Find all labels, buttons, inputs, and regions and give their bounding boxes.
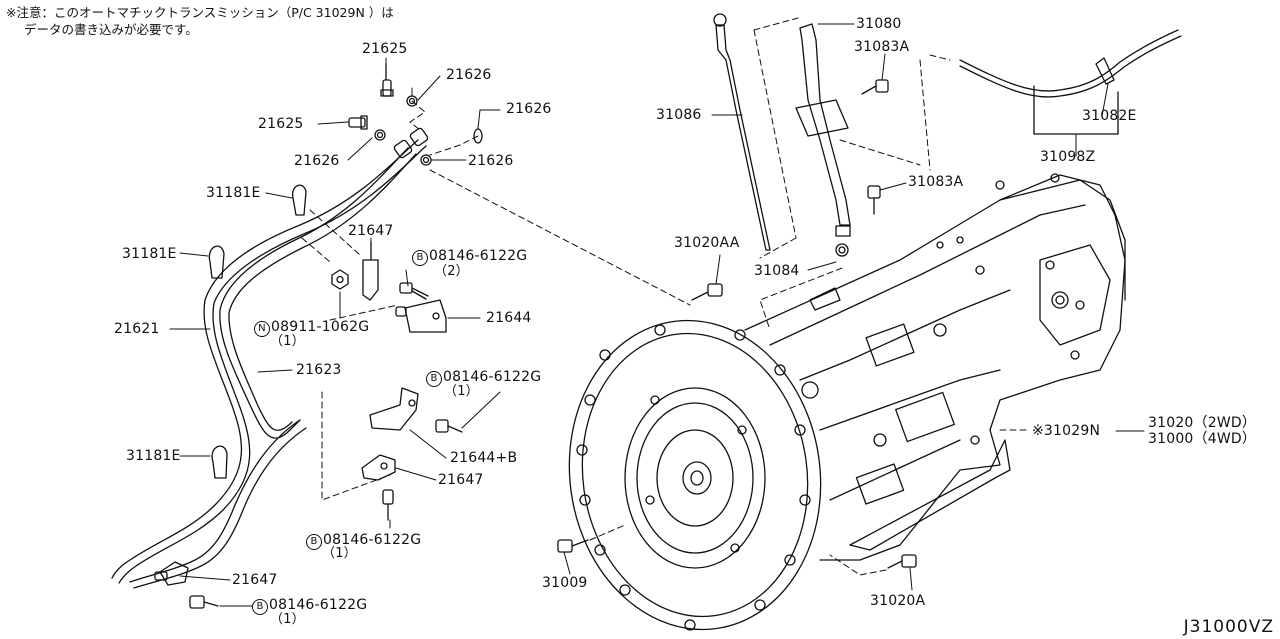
label-08146-upper-text: 08146-6122G xyxy=(429,248,528,264)
label-08146-lower-qty: （1） xyxy=(270,612,305,627)
label-31181e-mid: 31181E xyxy=(122,246,177,262)
label-21647-upper: 21647 xyxy=(348,223,394,239)
diagram-code: J31000VZ xyxy=(1183,617,1274,637)
label-31181e-bottom: 31181E xyxy=(126,448,181,464)
label-31083a-lower: 31083A xyxy=(908,174,964,190)
bracket-21644 xyxy=(395,299,447,333)
label-31080: 31080 xyxy=(856,16,902,32)
label-31029n: ※31029N xyxy=(1032,423,1101,439)
label-08146-upper-qty: （2） xyxy=(434,264,469,279)
bracket-21644-b xyxy=(369,387,463,433)
label-21626-lower: 21626 xyxy=(468,153,514,169)
label-21626-right: 21626 xyxy=(506,101,552,117)
label-21623: 21623 xyxy=(296,362,342,378)
caution-note: ※注意：このオートマチックトランスミッション（P/C 31029N ）は データ… xyxy=(6,4,394,38)
leader-lines xyxy=(169,23,1145,607)
nut-marker-icon: N xyxy=(254,321,270,337)
bolt-marker-icon: B xyxy=(426,371,442,387)
bolt-31083a xyxy=(861,79,889,215)
label-21644-b: 21644+B xyxy=(450,450,518,466)
bolt-08146-upper xyxy=(399,282,429,300)
caution-note-line1: ※注意：このオートマチックトランスミッション（P/C 31029N ）は xyxy=(6,5,394,20)
label-21647-lower: 21647 xyxy=(232,572,278,588)
clip-31181e xyxy=(208,184,307,479)
label-21626-left: 21626 xyxy=(294,153,340,169)
label-31098z: 31098Z xyxy=(1040,149,1096,165)
guide-lines-left xyxy=(301,100,691,501)
dipstick-tube-31080 xyxy=(795,23,851,257)
guide-lines-tube xyxy=(753,17,951,331)
label-31000-4wd: 31000（4WD） xyxy=(1148,431,1257,447)
label-08146-mid-right-text: 08146-6122G xyxy=(443,369,542,385)
label-31086: 31086 xyxy=(656,107,702,123)
label-08146-lower-text: 08146-6122G xyxy=(269,597,368,613)
dipstick-31086 xyxy=(713,13,771,251)
transmission-assembly xyxy=(568,173,1126,631)
bolt-marker-icon: B xyxy=(306,534,322,550)
label-31181e-top: 31181E xyxy=(206,185,261,201)
breather-hose-31098z xyxy=(959,29,1182,135)
bracket-21647-upper xyxy=(362,241,379,301)
bolt-31009 xyxy=(557,539,589,553)
bolt-31020a xyxy=(887,554,917,569)
cooler-pipe-21623 xyxy=(129,147,417,589)
label-21625-left: 21625 xyxy=(258,116,304,132)
label-21625-top: 21625 xyxy=(362,41,408,57)
label-21621: 21621 xyxy=(114,321,160,337)
label-08146-mid-right-qty: （1） xyxy=(444,384,479,399)
label-31083a-top: 31083A xyxy=(854,39,910,55)
label-08146-mid-qty: （1） xyxy=(322,546,357,561)
label-08146-mid-text: 08146-6122G xyxy=(323,532,422,548)
bracket-21647-mid xyxy=(361,454,396,481)
label-31084: 31084 xyxy=(754,263,800,279)
bolt-marker-icon: B xyxy=(412,250,428,266)
bolt-08146-mid xyxy=(382,489,394,521)
cooler-pipe-21621 xyxy=(111,139,427,584)
label-08911-qty: （1） xyxy=(270,334,305,349)
nut-08911 xyxy=(331,269,349,290)
label-08911-text: 08911-1062G xyxy=(271,319,370,335)
pipe-fittings xyxy=(374,95,483,166)
label-31020-2wd: 31020（2WD） xyxy=(1148,415,1257,431)
label-31020aa: 31020AA xyxy=(674,235,740,251)
bracket-21647-lower xyxy=(154,561,219,609)
bolt-31020aa xyxy=(691,283,723,301)
label-21626-top: 21626 xyxy=(446,67,492,83)
caution-note-line2: データの書き込みが必要です。 xyxy=(24,22,198,37)
label-21644: 21644 xyxy=(486,310,532,326)
label-21647-mid: 21647 xyxy=(438,472,484,488)
label-31082e: 31082E xyxy=(1082,108,1137,124)
guide-lines-mounting xyxy=(589,429,1031,576)
label-31009: 31009 xyxy=(542,575,588,591)
bolt-marker-icon: B xyxy=(252,599,268,615)
label-31020a: 31020A xyxy=(870,593,926,609)
